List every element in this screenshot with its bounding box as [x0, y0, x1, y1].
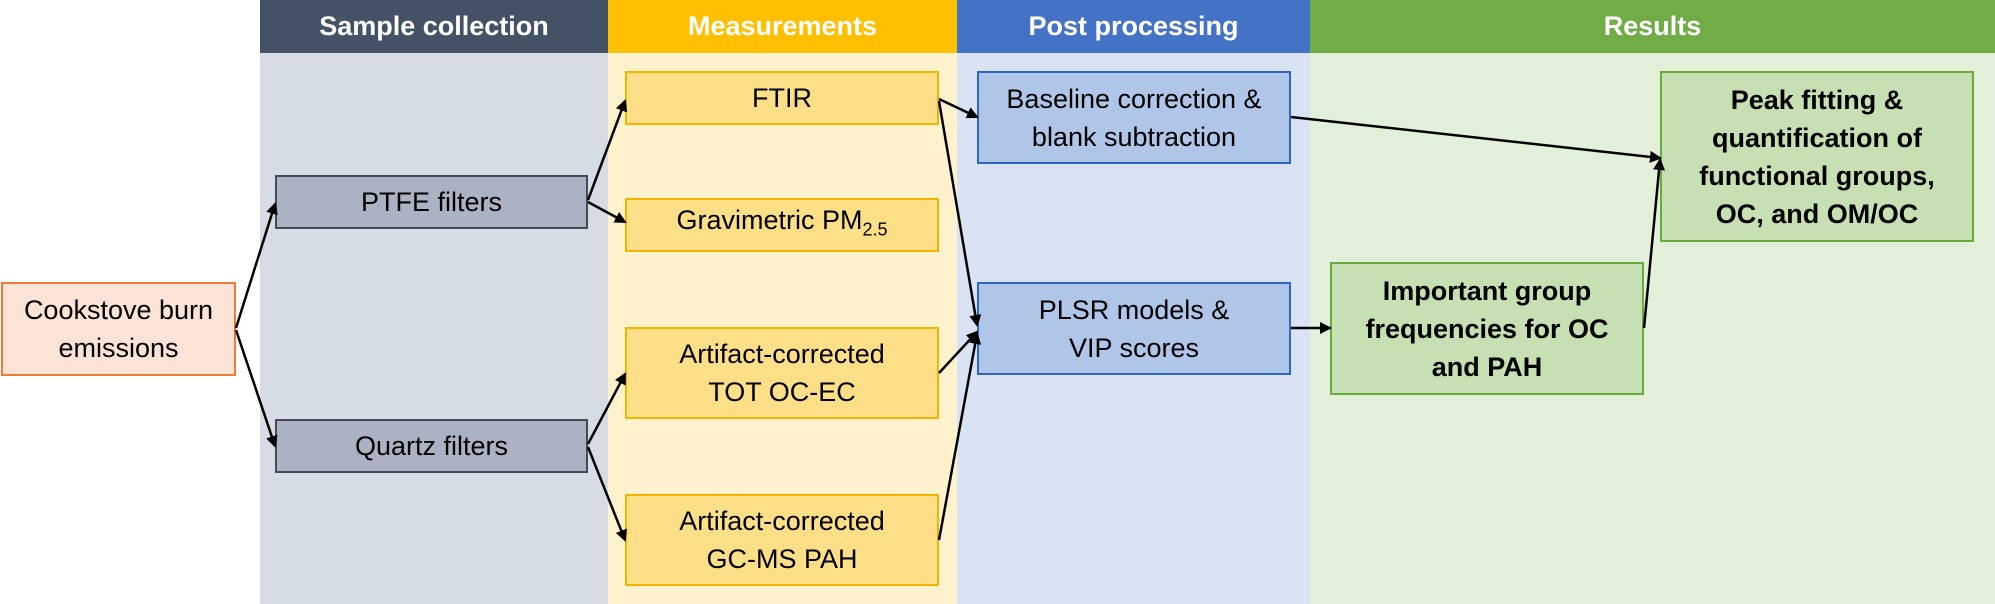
box-line: emissions	[58, 333, 179, 363]
gcms-pah-box: Artifact-corrected GC-MS PAH	[625, 494, 939, 586]
arrow-cookstove-to-quartz	[234, 329, 278, 448]
box-line: OC, and OM/OC	[1715, 198, 1919, 229]
column-sample-collection: Sample collection	[260, 0, 608, 604]
ptfe-filters-box: PTFE filters	[275, 175, 588, 229]
arrow-ptfe-to-gravimetric	[587, 200, 627, 224]
box-line: and PAH	[1431, 351, 1543, 382]
column-title: Measurements	[687, 11, 878, 41]
box-line: Peak fitting &	[1730, 84, 1904, 115]
cookstove-emissions-box: Cookstove burn emissions	[1, 282, 236, 376]
baseline-correction-box: Baseline correction & blank subtraction	[977, 71, 1291, 164]
important-group-frequencies-box: Important group frequencies for OC and P…	[1330, 262, 1644, 395]
column-title: Post processing	[1028, 11, 1239, 41]
box-line: VIP scores	[1068, 332, 1200, 363]
box-line: blank subtraction	[1031, 121, 1237, 152]
column-header-results: Results	[1310, 0, 1995, 53]
column-title: Results	[1603, 11, 1702, 41]
arrow-important-to-peak	[1642, 158, 1666, 329]
peak-fitting-box: Peak fitting & quantification of functio…	[1660, 71, 1974, 242]
box-line: frequencies for OC	[1365, 313, 1609, 344]
arrow-quartz-to-tot	[586, 372, 627, 445]
box-line: functional groups,	[1699, 160, 1935, 191]
plsr-models-box: PLSR models & VIP scores	[977, 282, 1291, 375]
arrow-gcms-to-plsr	[937, 332, 982, 541]
column-body	[260, 53, 608, 604]
arrow-baseline-to-peak	[1290, 115, 1662, 163]
ftir-box: FTIR	[625, 71, 939, 125]
box-label: PTFE filters	[360, 187, 502, 217]
box-line: Cookstove burn	[23, 295, 214, 325]
column-header-post-processing: Post processing	[957, 0, 1310, 53]
arrow-quartz-to-gcms	[586, 446, 627, 542]
box-label: Gravimetric PM2.5	[676, 205, 888, 240]
box-line: GC-MS PAH	[706, 544, 858, 574]
arrow-ptfe-to-ftir	[586, 99, 628, 201]
box-line: quantification of	[1712, 122, 1922, 153]
box-line: Artifact-corrected	[679, 339, 885, 369]
column-title: Sample collection	[319, 11, 549, 41]
arrow-ftir-to-plsr	[937, 100, 982, 327]
box-label: FTIR	[752, 83, 812, 113]
box-line: Baseline correction &	[1006, 83, 1262, 114]
box-label: Quartz filters	[354, 431, 509, 461]
gravimetric-pm-box: Gravimetric PM2.5	[625, 198, 939, 252]
arrow-ftir-to-baseline	[938, 97, 979, 119]
box-line: Important group	[1382, 275, 1592, 306]
column-header-measurements: Measurements	[608, 0, 957, 53]
box-line: Artifact-corrected	[679, 506, 885, 536]
column-header-sample-collection: Sample collection	[260, 0, 608, 53]
tot-oc-ec-box: Artifact-corrected TOT OC-EC	[625, 327, 939, 419]
box-line: PLSR models &	[1038, 294, 1230, 325]
quartz-filters-box: Quartz filters	[275, 419, 588, 473]
box-line: TOT OC-EC	[708, 377, 856, 407]
arrow-cookstove-to-ptfe	[234, 202, 278, 329]
